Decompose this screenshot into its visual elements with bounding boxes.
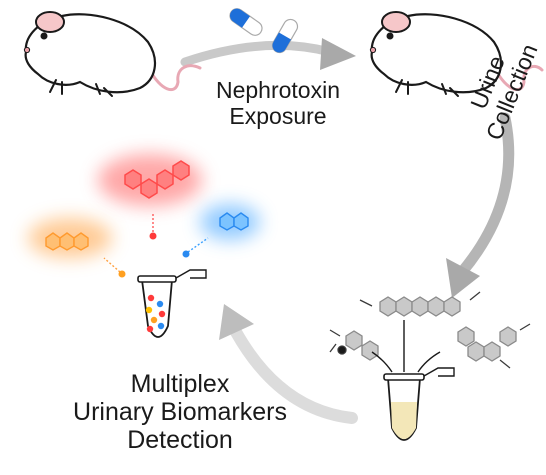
detection-label: Multiplex Urinary Biomarkers Detection <box>50 370 310 454</box>
probe-orange-icon <box>28 218 112 258</box>
probe-red-icon <box>98 154 202 206</box>
detection-label-line1: Multiplex <box>130 370 230 398</box>
exposure-label-line2: Exposure <box>229 102 327 129</box>
probe-blue-icon <box>200 204 260 240</box>
arrow-collection-icon <box>446 112 515 298</box>
rat-icon <box>369 11 544 97</box>
pill-icon <box>229 8 263 36</box>
arrow-detection-icon <box>219 304 358 424</box>
tube-icon <box>137 269 207 338</box>
probe-dots <box>103 212 209 278</box>
pour-arrows <box>371 320 441 373</box>
urine-tube-icon <box>383 367 455 441</box>
exposure-label-line1: Nephrotoxin <box>215 77 341 103</box>
exposure-label: Nephrotoxin Exposure <box>178 77 378 130</box>
biomarker-molecule-icon <box>345 296 517 362</box>
detection-label-line3: Detection <box>127 426 233 454</box>
pill-icon <box>271 18 299 54</box>
detection-label-line2: Urinary Biomarkers <box>73 398 287 426</box>
biomarker-chains <box>329 291 531 369</box>
rat-icon <box>23 11 202 97</box>
arrow-exposure-icon <box>180 38 356 70</box>
